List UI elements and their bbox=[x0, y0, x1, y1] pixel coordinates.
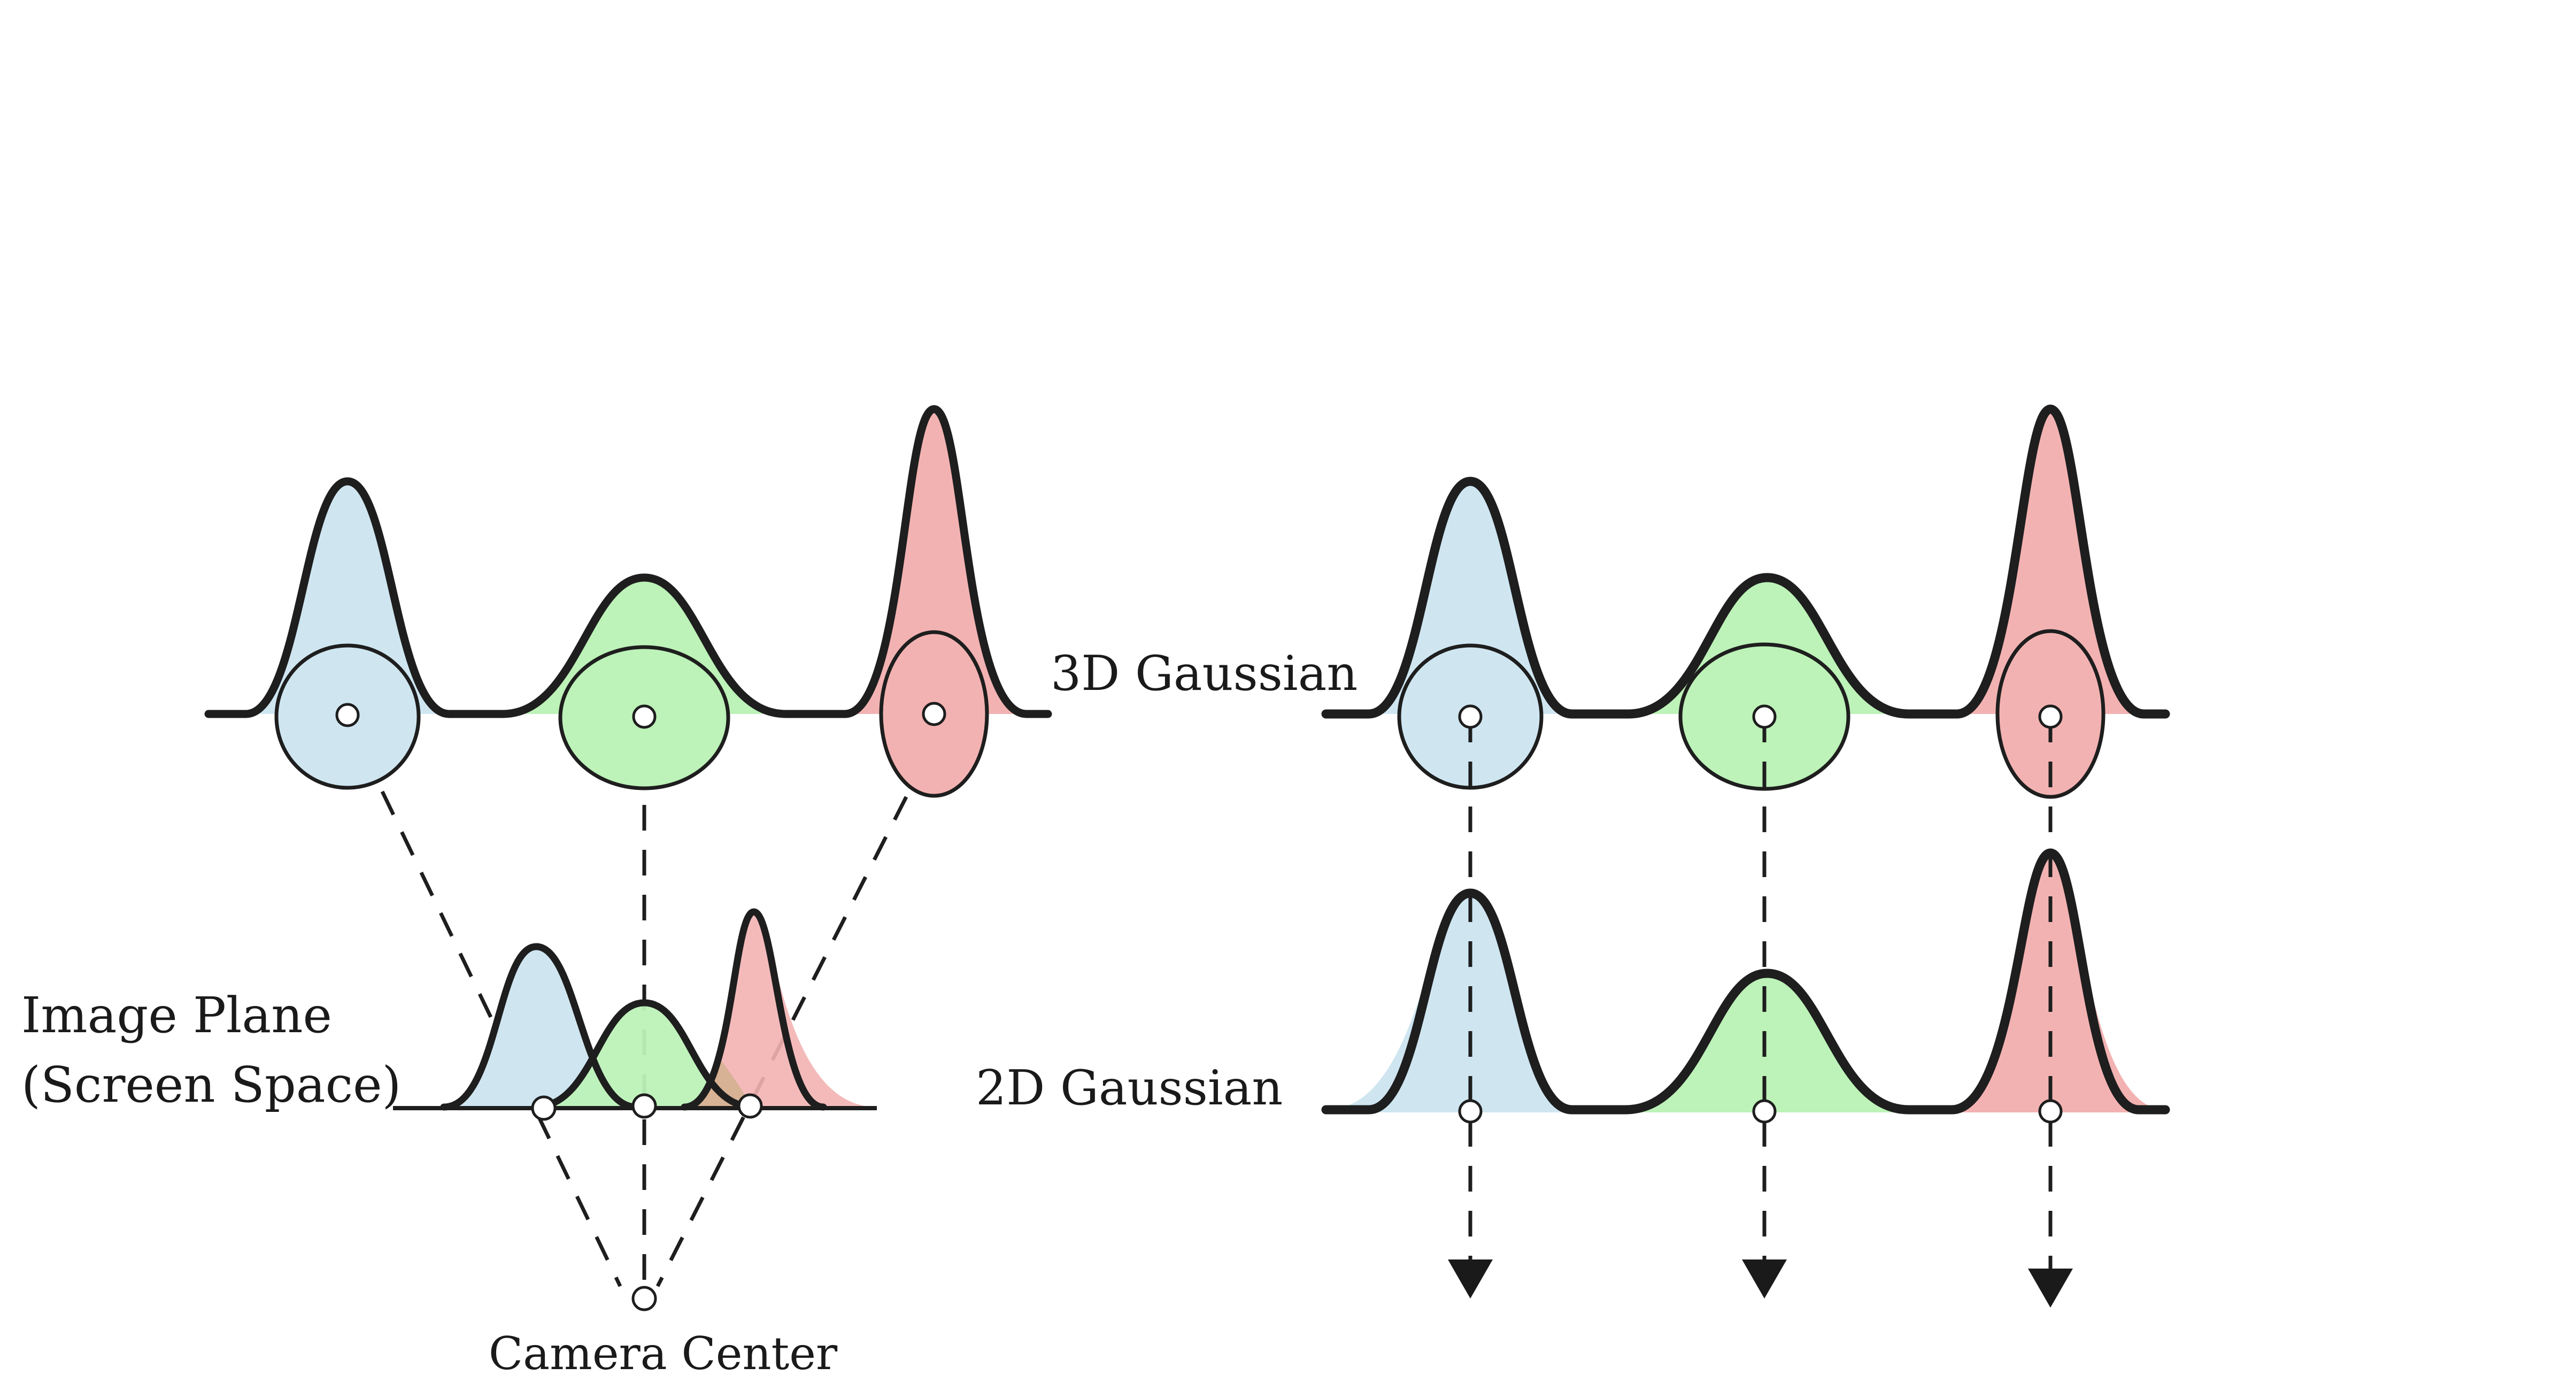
right-3d-green-center bbox=[1752, 704, 1777, 729]
image-plane-red-point bbox=[737, 1093, 763, 1119]
right-2d-blue-fill bbox=[1326, 893, 1572, 1112]
camera-center-point bbox=[631, 1286, 657, 1311]
image-plane-green-point bbox=[631, 1093, 657, 1119]
left-3d-blue-center bbox=[335, 703, 360, 727]
right-2d-red-fill bbox=[1946, 853, 2165, 1112]
right-2d-blue-center bbox=[1458, 1099, 1483, 1124]
right-3d-blue-center bbox=[1458, 704, 1483, 729]
left-3d-green-center bbox=[632, 704, 657, 729]
left-3d-red-center bbox=[922, 702, 946, 726]
right-2d-green-fill bbox=[1625, 973, 1909, 1112]
image-plane-green-fill bbox=[535, 1003, 754, 1107]
camera-center-label: Camera Center bbox=[489, 1327, 838, 1375]
right-arrowhead-blue bbox=[1448, 1259, 1493, 1299]
right-panel: 2D Gaussian bbox=[976, 404, 2170, 1308]
left-3d-blue-fill bbox=[246, 481, 449, 714]
right-2d-green-center bbox=[1752, 1099, 1777, 1124]
image-plane-overlap-fill bbox=[695, 1062, 751, 1107]
right-3d-red-center bbox=[2038, 704, 2063, 729]
image-plane-label-line2: (Screen Space) bbox=[21, 1056, 401, 1113]
image-plane-label-line1: Image Plane bbox=[21, 987, 332, 1044]
image-plane-blue-point bbox=[531, 1095, 557, 1121]
right-arrowhead-red bbox=[2028, 1269, 2073, 1308]
gaussian-2d-label: 2D Gaussian bbox=[976, 1060, 1283, 1116]
image-plane-red-curve bbox=[681, 908, 827, 1111]
right-2d-gaussian-curve bbox=[1321, 848, 2170, 1115]
right-arrowhead-green bbox=[1742, 1259, 1787, 1299]
right-2d-red-center bbox=[2038, 1099, 2063, 1124]
right-3d-blue-fill bbox=[1369, 481, 1572, 714]
image-plane-blue-curve bbox=[440, 943, 640, 1111]
right-3d-gaussian-curve bbox=[1321, 404, 2170, 719]
left-panel: Image Plane (Screen Space) Camera Center… bbox=[21, 405, 1358, 1375]
left-3d-gaussian-curve bbox=[204, 405, 1052, 718]
gaussian-3d-label: 3D Gaussian bbox=[1051, 646, 1358, 702]
